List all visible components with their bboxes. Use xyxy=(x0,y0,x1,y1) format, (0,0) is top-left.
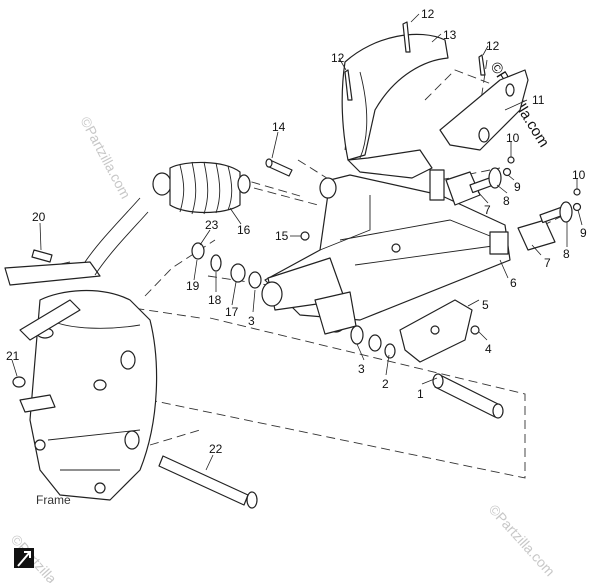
callout-9-upper: 9 xyxy=(514,180,521,194)
watermark-top-left: ©Partzilla.com xyxy=(77,114,134,201)
callout-13: 13 xyxy=(443,28,457,42)
watermark-bottom-right: ©Partzilla.com xyxy=(486,501,558,579)
callout-3-rear: 3 xyxy=(358,362,365,376)
callout-8-upper: 8 xyxy=(503,194,510,208)
chain-slider xyxy=(399,299,473,363)
frame-label: Frame xyxy=(36,493,71,507)
washer-8-lower xyxy=(559,201,573,223)
callout-4: 4 xyxy=(485,342,492,356)
callout-23: 23 xyxy=(205,218,219,232)
callout-5: 5 xyxy=(482,298,489,312)
nut-10-lower xyxy=(573,188,581,196)
callout-6: 6 xyxy=(510,276,517,290)
callout-9-lower: 9 xyxy=(580,226,587,240)
rear-shock xyxy=(152,161,251,215)
nut-15 xyxy=(300,231,310,241)
bolt-12-left xyxy=(344,69,353,101)
frame xyxy=(4,197,158,501)
callout-17: 17 xyxy=(225,305,239,319)
leader-lines xyxy=(11,13,583,471)
washer-8-upper xyxy=(488,167,502,189)
nut-21 xyxy=(12,376,26,388)
bearing-set-rear xyxy=(350,325,396,359)
callout-12-right: 12 xyxy=(486,39,500,53)
nut-9-upper xyxy=(502,167,512,177)
callout-18: 18 xyxy=(208,293,222,307)
swingarm xyxy=(261,169,511,335)
callout-12-top: 12 xyxy=(421,7,435,21)
callout-2: 2 xyxy=(382,377,389,391)
bolt-12-right xyxy=(478,54,486,76)
bolt-12-top xyxy=(402,21,411,53)
pivot-shaft xyxy=(432,373,504,419)
shock-pin xyxy=(265,158,293,177)
bolt-20 xyxy=(31,249,53,263)
nut-10-upper xyxy=(507,156,515,164)
callout-8-lower: 8 xyxy=(563,247,570,261)
rear-mudguard xyxy=(341,33,449,179)
callout-22: 22 xyxy=(209,442,223,456)
pivot-bolt xyxy=(158,455,258,509)
callout-7-lower: 7 xyxy=(544,256,551,270)
callout-1: 1 xyxy=(417,387,424,401)
callout-11: 11 xyxy=(532,93,545,107)
callout-19: 19 xyxy=(186,279,200,293)
callout-16: 16 xyxy=(237,223,251,237)
nut-9-lower xyxy=(572,202,582,212)
chain-guard xyxy=(439,69,529,151)
callout-14: 14 xyxy=(272,120,286,134)
nut-4 xyxy=(470,325,480,335)
callout-10-upper: 10 xyxy=(506,131,520,145)
callout-10-lower: 10 xyxy=(572,168,586,182)
callout-3-front: 3 xyxy=(248,314,255,328)
callout-20: 20 xyxy=(32,210,46,224)
callout-7-upper: 7 xyxy=(484,203,491,217)
callout-12-left: 12 xyxy=(331,51,345,65)
callout-21: 21 xyxy=(6,349,20,363)
front-direction-icon xyxy=(14,548,34,568)
bearing-set-front xyxy=(191,242,262,289)
callout-15: 15 xyxy=(275,229,289,243)
